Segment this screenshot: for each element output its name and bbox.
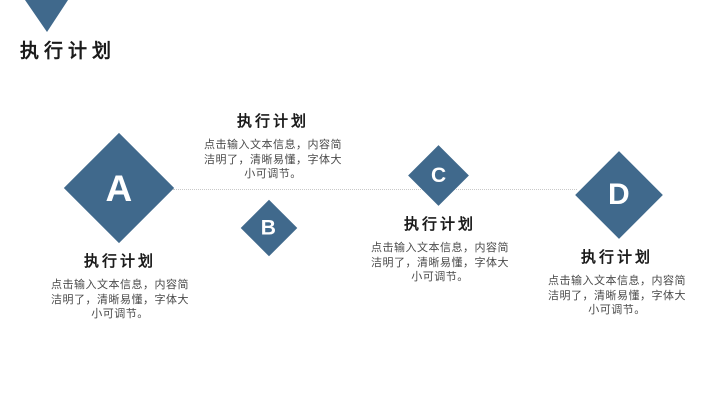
- milestone-title-d: 执行计划: [580, 249, 653, 266]
- corner-triangle-icon: [25, 0, 68, 32]
- milestone-title-c: 执行计划: [403, 216, 476, 233]
- milestone-diamond-b: B: [240, 199, 298, 257]
- milestone-letter-c: C: [430, 163, 447, 187]
- milestone-text-block-a: 执行计划 点击输入文本信息，内容简洁明了，清晰易懂，字体大小可调节。: [40, 250, 200, 322]
- milestone-title-a: 执行计划: [83, 253, 156, 270]
- slide-title: 执行计划: [20, 41, 117, 62]
- milestone-body-c: 点击输入文本信息，内容简洁明了，清晰易懂，字体大小可调节。: [371, 242, 509, 284]
- milestone-title-b: 执行计划: [236, 113, 309, 130]
- milestone-body-b: 点击输入文本信息，内容简洁明了，清晰易懂，字体大小可调节。: [204, 139, 342, 181]
- milestone-diamond-c: C: [408, 145, 469, 206]
- milestone-body-d: 点击输入文本信息，内容简洁明了，清晰易懂，字体大小可调节。: [548, 275, 686, 317]
- milestone-diamond-a: A: [63, 132, 175, 244]
- milestone-letter-b: B: [261, 216, 277, 240]
- milestone-body-a: 点击输入文本信息，内容简洁明了，清晰易懂，字体大小可调节。: [51, 279, 189, 321]
- milestone-diamond-d: D: [575, 151, 663, 239]
- milestone-letter-d: D: [608, 177, 630, 211]
- timeline-dotted-line: [173, 189, 577, 190]
- milestone-text-block-b: 执行计划 点击输入文本信息，内容简洁明了，清晰易懂，字体大小可调节。: [193, 110, 353, 182]
- milestone-text-block-d: 执行计划 点击输入文本信息，内容简洁明了，清晰易懂，字体大小可调节。: [537, 246, 697, 318]
- milestone-text-block-c: 执行计划 点击输入文本信息，内容简洁明了，清晰易懂，字体大小可调节。: [360, 213, 520, 285]
- milestone-letter-a: A: [105, 167, 133, 209]
